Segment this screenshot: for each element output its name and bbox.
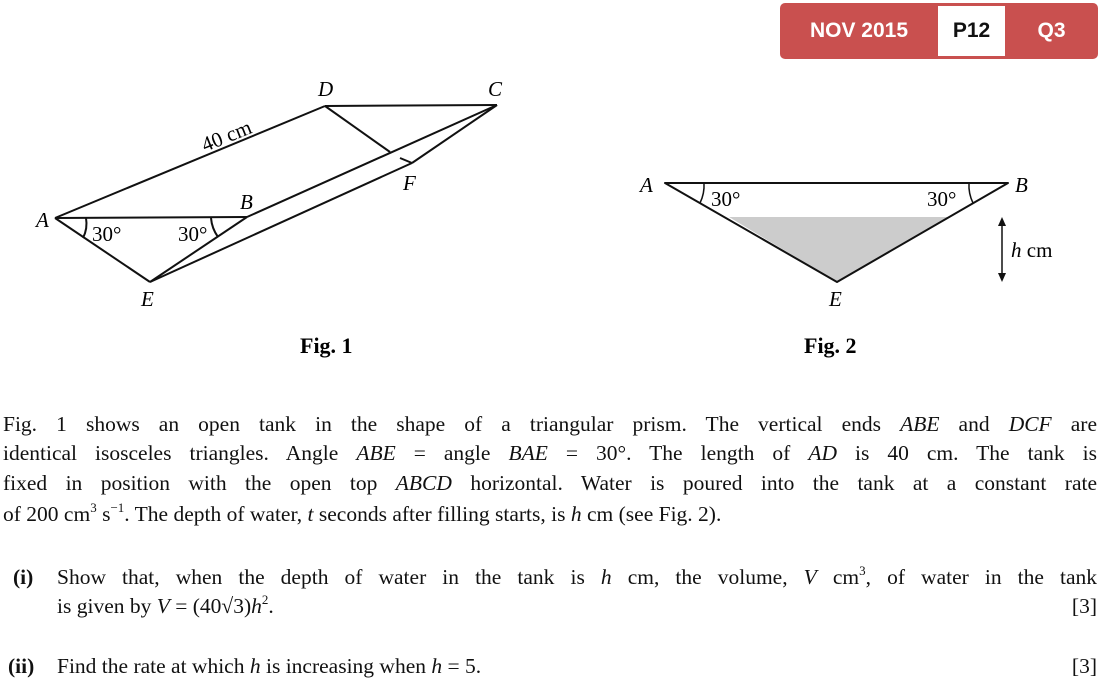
text-line: Find the rate at which h is increasing w…	[57, 652, 481, 680]
text-run: = (40√3)	[169, 594, 252, 618]
superscript: −1	[110, 500, 125, 515]
text-run: s	[96, 502, 111, 526]
superscript: 2	[261, 592, 269, 607]
depth-arrow-icon	[998, 217, 1006, 282]
fig1-label-A: A	[34, 208, 49, 232]
text-run: cm, the volume,	[611, 565, 804, 589]
edge-EB	[149, 216, 248, 283]
text-line: Show that, when the depth of water in th…	[57, 563, 1097, 591]
fig1-angle-A: 30°	[92, 222, 121, 246]
text-run: identical isosceles triangles. Angle	[3, 441, 357, 465]
edge-BC	[246, 104, 498, 218]
fig2-angle-A: 30°	[711, 187, 740, 211]
figures: A B C D E F 40 cm 30° 30° Fig. 1 A B E 3…	[34, 77, 1052, 358]
marks-allocation: [3]	[1071, 654, 1097, 678]
math-variable: h	[251, 594, 262, 618]
water-region	[729, 217, 948, 282]
text-run: cm (see Fig. 2).	[581, 502, 722, 526]
text-run: seconds after filling starts, is	[313, 502, 571, 526]
edge-AD	[54, 105, 326, 219]
text-run: Fig. 1 shows an open tank in the shape o…	[3, 412, 901, 436]
text-run: are	[1051, 412, 1098, 436]
badge-question: Q3	[1037, 19, 1066, 42]
part-number: (i)	[13, 565, 34, 589]
part-number: (ii)	[8, 654, 35, 678]
fig1-length-label: 40 cm	[198, 115, 255, 157]
text-run: Show that, when the depth of water in th…	[57, 565, 601, 589]
marks-allocation: [3]	[1071, 594, 1097, 618]
figure-1-prism	[54, 104, 498, 283]
text-run: cm	[816, 565, 860, 589]
math-variable: V	[803, 565, 817, 589]
text-line: identical isosceles triangles. Angle ABE…	[3, 439, 1097, 467]
edge-AE	[54, 217, 151, 283]
text-run: horizontal. Water is poured into the tan…	[451, 471, 1098, 495]
math-variable: V	[156, 594, 170, 618]
fig1-label-E: E	[140, 287, 154, 311]
math-variable: t	[307, 502, 314, 526]
fig2-caption: Fig. 2	[804, 333, 857, 358]
math-variable: AD	[808, 441, 837, 465]
fig2-label-A: A	[638, 173, 653, 197]
superscript: 3	[90, 500, 97, 515]
text-run: is increasing when	[260, 654, 432, 678]
edge-EF	[149, 162, 413, 283]
angle-arc-A2	[699, 182, 705, 204]
question-reference-badge: NOV 2015 P12 Q3	[780, 3, 1098, 59]
text-run: . The depth of water,	[124, 502, 308, 526]
text-run: = 5.	[442, 654, 482, 678]
text-run: and	[939, 412, 1009, 436]
badge-session: NOV 2015	[809, 19, 909, 42]
text-run: = 30°. The length of	[547, 441, 809, 465]
fig1-label-B: B	[240, 190, 253, 214]
fig2-depth-label: h cm	[1011, 238, 1052, 262]
edge-DF-upper	[324, 105, 391, 153]
angle-arc-B	[210, 217, 219, 238]
fig1-label-D: D	[317, 77, 333, 101]
fig1-label-F: F	[402, 171, 416, 195]
text-run: , of water in the tank	[865, 565, 1097, 589]
math-variable: ABCD	[395, 471, 452, 495]
math-variable: h	[431, 654, 443, 678]
fig2-label-B: B	[1015, 173, 1028, 197]
badge-paper: P12	[938, 6, 1005, 56]
angle-arc-B2	[968, 182, 974, 204]
text-run: is given by	[57, 594, 157, 618]
math-variable: ABE	[356, 441, 396, 465]
edge-DF-lower	[399, 157, 413, 164]
edge-FC	[411, 104, 498, 164]
edge-AB	[54, 216, 248, 219]
fig1-angle-B: 30°	[178, 222, 207, 246]
text-run: .	[268, 594, 274, 618]
text-run: = angle	[395, 441, 509, 465]
text-line: fixed in position with the open top ABCD…	[3, 469, 1097, 497]
fig1-label-C: C	[488, 77, 503, 101]
fig1-caption: Fig. 1	[300, 333, 353, 358]
text-line: Fig. 1 shows an open tank in the shape o…	[3, 410, 1097, 438]
text-run: fixed in position with the open top	[3, 471, 396, 495]
fig2-label-E: E	[828, 287, 842, 311]
triangle-ABE	[664, 182, 1009, 283]
fig2-angle-B: 30°	[927, 187, 956, 211]
text-run: is 40 cm. The tank is	[836, 441, 1097, 465]
text-line: is given by V = (40√3)h2.	[57, 592, 274, 620]
math-variable: h	[249, 654, 261, 678]
math-variable: BAE	[508, 441, 548, 465]
text-line: of 200 cm3 s−1. The depth of water, t se…	[3, 500, 721, 528]
edge-DC	[324, 104, 498, 107]
math-variable: h	[600, 565, 612, 589]
angle-arc-A	[82, 217, 88, 239]
math-variable: ABE	[900, 412, 940, 436]
text-run: Find the rate at which	[57, 654, 250, 678]
superscript: 3	[859, 563, 866, 578]
text-run: of 200 cm	[3, 502, 91, 526]
math-variable: DCF	[1008, 412, 1052, 436]
math-variable: h	[570, 502, 582, 526]
figure-2-cross-section	[664, 182, 1009, 283]
